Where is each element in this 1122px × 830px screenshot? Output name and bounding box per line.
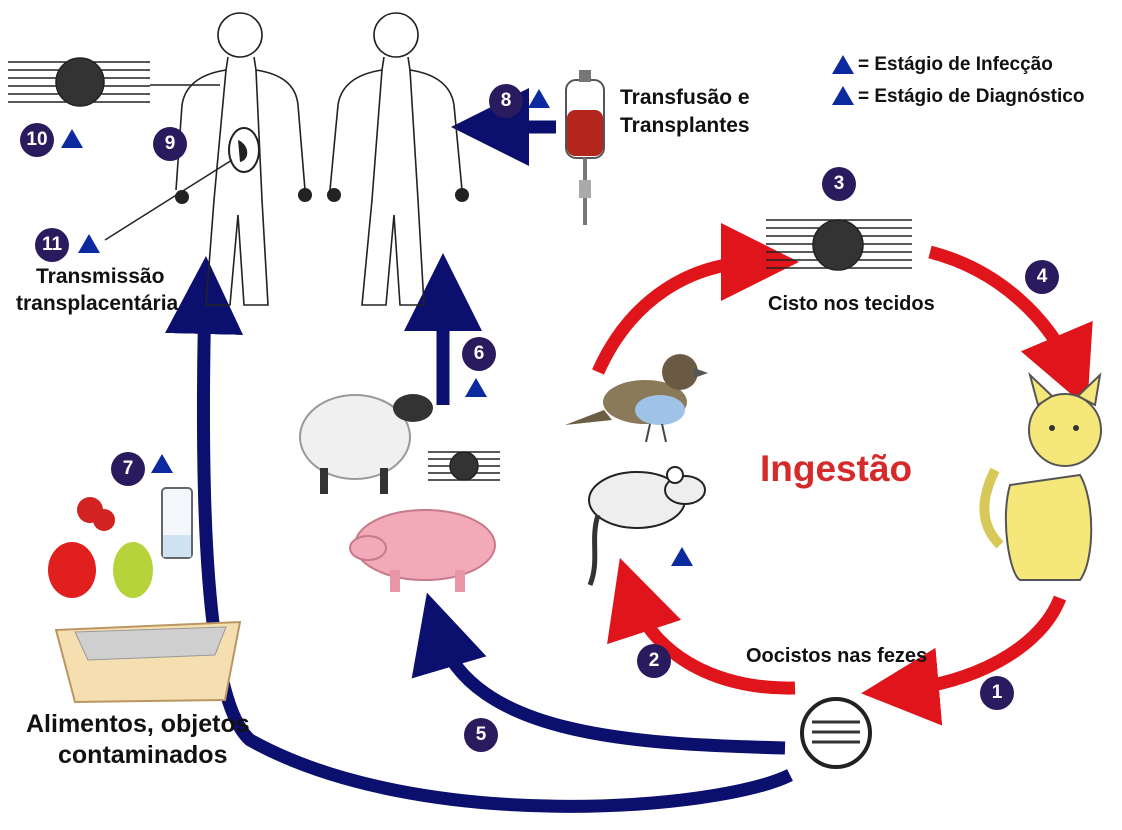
sheep-icon: [300, 394, 433, 494]
pig-icon: [350, 510, 495, 592]
step-1-badge: 1: [980, 676, 1014, 710]
hands: [175, 188, 469, 204]
tissue-cyst-left: [8, 58, 150, 106]
blood-bag-icon: [566, 70, 604, 225]
diagnostic-stage-icon-11: [78, 234, 100, 253]
litter-box-icon: [56, 622, 240, 702]
cat-icon: [984, 375, 1101, 580]
step-9-badge: 9: [153, 127, 187, 161]
tissue-cyst-label: Cisto nos tecidos: [768, 293, 935, 316]
infection-stage-icon-7: [151, 454, 173, 473]
arrow-cat-to-oocyst: [900, 598, 1060, 690]
food-label-line-2: contaminados: [58, 741, 227, 770]
diagnostic-stage-icon-10: [61, 129, 83, 148]
pointer-line-transplacental: [105, 160, 232, 240]
step-2-badge: 2: [637, 644, 671, 678]
infection-stage-triangle-icon: [832, 55, 854, 74]
tissue-cyst-meat: [428, 452, 500, 480]
step-6-badge: 6: [462, 337, 496, 371]
tissue-cyst-top: [766, 220, 912, 270]
legend-diagnostic-text: = Estágio de Diagnóstico: [858, 86, 1084, 108]
infection-stage-icon-mouse: [671, 547, 693, 566]
legend-infection-text: = Estágio de Infecção: [858, 54, 1053, 76]
oocysts-label: Oocistos nas fezes: [746, 645, 927, 668]
mouse-icon: [589, 467, 705, 585]
transfusion-label-line-2: Transplantes: [620, 114, 750, 138]
step-5-badge: 5: [464, 718, 498, 752]
step-7-badge: 7: [111, 452, 145, 486]
human-figures: [176, 13, 462, 305]
water-glass-icon: [162, 488, 192, 558]
transplacental-label-line-2: transplacentária: [16, 292, 178, 316]
infection-stage-icon-8: [528, 89, 550, 108]
food-label-line-1: Alimentos, objetos: [26, 710, 250, 739]
fruit-icons: [48, 497, 153, 598]
step-11-badge: 11: [35, 228, 69, 262]
infection-stage-icon-6: [465, 378, 487, 397]
step-10-badge: 10: [20, 123, 54, 157]
oocyst-icon: [802, 699, 870, 767]
transplacental-label-line-1: Transmissão: [36, 265, 164, 289]
step-4-badge: 4: [1025, 260, 1059, 294]
bird-icon: [565, 354, 708, 442]
diagnostic-stage-triangle-icon: [832, 86, 854, 105]
step-8-badge: 8: [489, 84, 523, 118]
step-3-badge: 3: [822, 167, 856, 201]
ingestion-label: Ingestão: [760, 448, 912, 491]
transfusion-label-line-1: Transfusão e: [620, 86, 750, 110]
